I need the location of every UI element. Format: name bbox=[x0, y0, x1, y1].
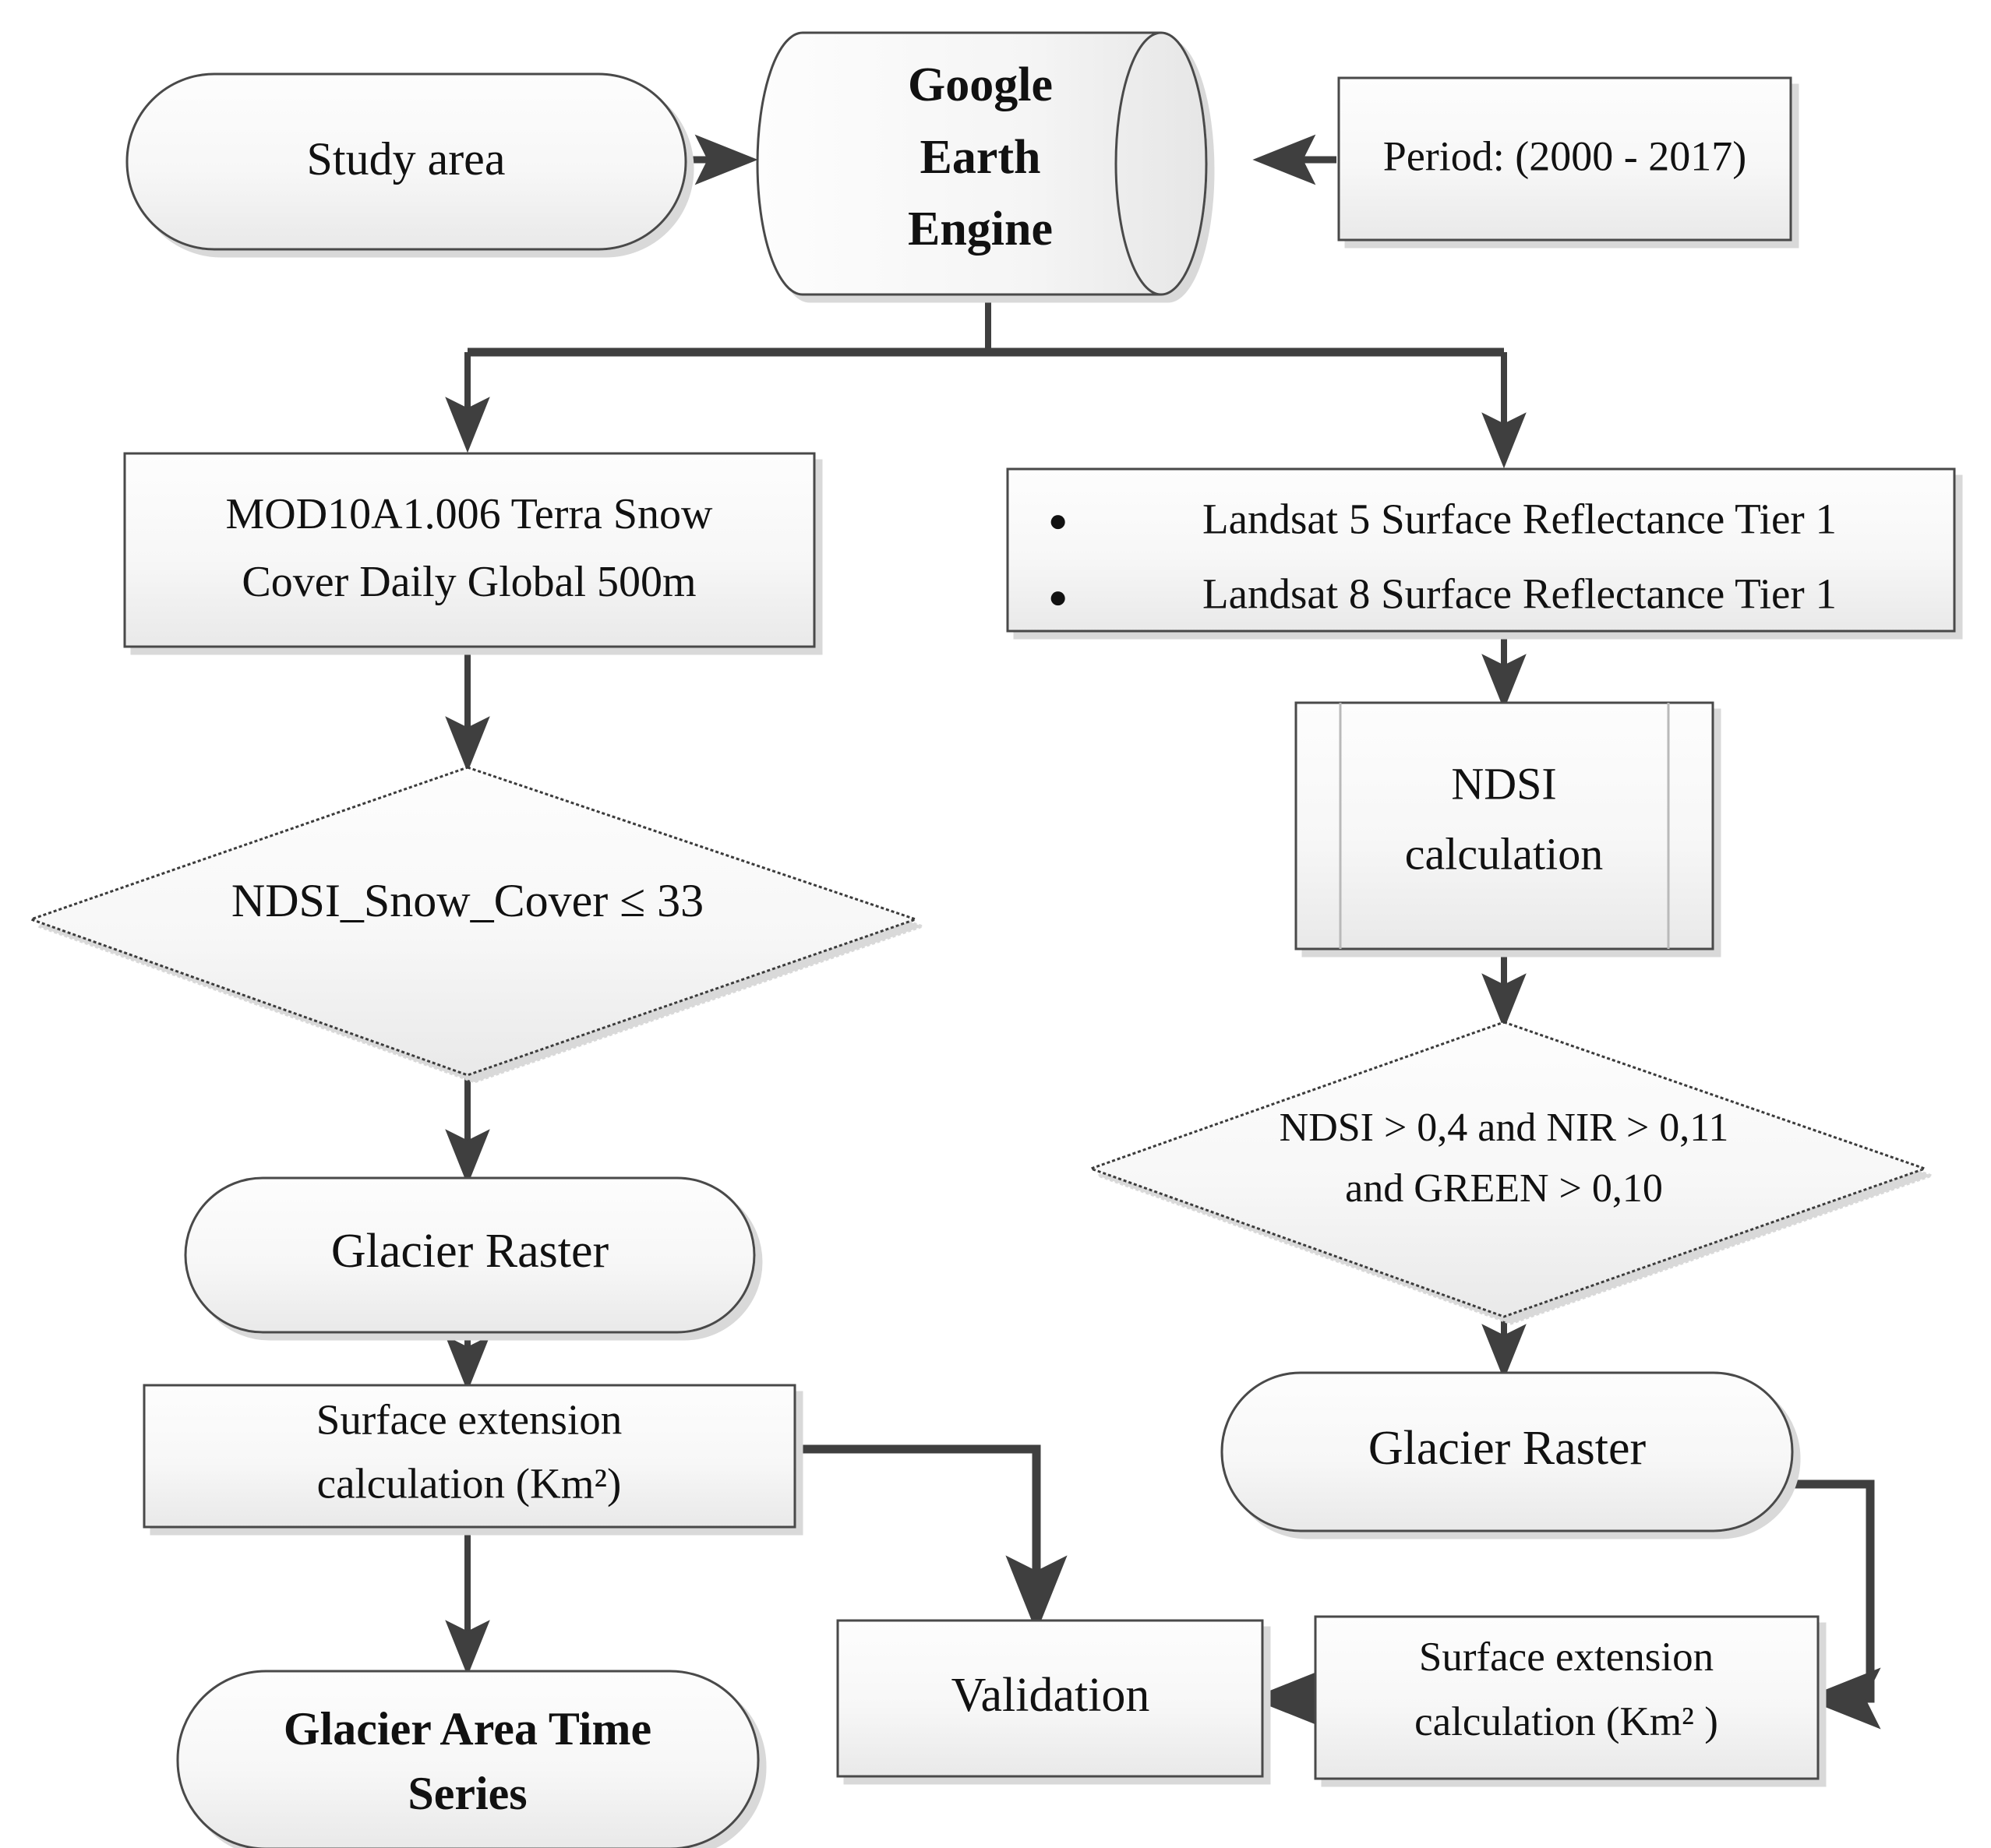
node-landsat-list[interactable]: ● ● Landsat 5 Surface Reflectance Tier 1… bbox=[1006, 467, 1956, 633]
study-area-label: Study area bbox=[307, 133, 506, 185]
edge-layer bbox=[445, 134, 1881, 1730]
surface-extension-right-shape bbox=[1314, 1615, 1820, 1780]
validation-shape bbox=[836, 1619, 1264, 1778]
node-decision-ndsi-thresholds[interactable]: NDSI > 0,4 and NIR > 0,11 and GREEN > 0,… bbox=[1087, 1021, 1929, 1318]
surface-extension-right-line2: calculation (Km² ) bbox=[1414, 1699, 1718, 1744]
validation-label: Validation bbox=[951, 1669, 1150, 1722]
glacier-raster-left-shape bbox=[184, 1176, 756, 1334]
decision-left-shape bbox=[27, 766, 920, 1077]
glacier-raster-right-label: Glacier Raster bbox=[1368, 1422, 1647, 1475]
surface-extension-right-line1: Surface extension bbox=[1419, 1635, 1714, 1680]
landsat-item-1: Landsat 8 Surface Reflectance Tier 1 bbox=[1202, 570, 1837, 618]
landsat-bullet-1-icon: ● bbox=[1048, 580, 1068, 615]
gee-label-line3: Engine bbox=[908, 203, 1053, 256]
edge-raster-right-to-surface-right bbox=[1792, 1479, 1881, 1730]
node-glacier-area-time-series[interactable]: Glacier Area Time Series bbox=[176, 1670, 760, 1848]
period-shape bbox=[1337, 76, 1792, 242]
surface-extension-left-line1: Surface extension bbox=[316, 1396, 623, 1444]
landsat-item-0: Landsat 5 Surface Reflectance Tier 1 bbox=[1202, 496, 1837, 543]
ndsi-calc-label-line2: calculation bbox=[1405, 828, 1603, 879]
mod10a1-shape bbox=[123, 452, 816, 648]
node-surface-extension-left[interactable]: Surface extension calculation (Km²) bbox=[143, 1384, 796, 1529]
gee-label-line1: Google bbox=[908, 58, 1053, 111]
node-decision-snow-cover[interactable]: NDSI_Snow_Cover ≤ 33 bbox=[27, 766, 920, 1077]
node-mod10a1[interactable]: MOD10A1.006 Terra Snow Cover Daily Globa… bbox=[123, 452, 816, 648]
glacier-raster-right-shape bbox=[1220, 1371, 1794, 1532]
landsat-shape bbox=[1006, 467, 1956, 633]
study-area-shape bbox=[125, 72, 687, 251]
decision-right-label-line1: NDSI > 0,4 and NIR > 0,11 bbox=[1280, 1106, 1729, 1150]
node-period[interactable]: Period: (2000 - 2017) bbox=[1337, 76, 1792, 242]
decision-right-shape bbox=[1087, 1021, 1929, 1318]
node-validation[interactable]: Validation bbox=[836, 1619, 1264, 1778]
surface-extension-left-shape bbox=[143, 1384, 796, 1529]
glacier-area-ts-shape bbox=[176, 1670, 760, 1848]
period-label: Period: (2000 - 2017) bbox=[1383, 132, 1746, 179]
node-google-earth-engine[interactable]: Google Earth Engine bbox=[756, 31, 1208, 296]
mod10a1-label-line1: MOD10A1.006 Terra Snow bbox=[226, 490, 714, 538]
node-surface-extension-right[interactable]: Surface extension calculation (Km² ) bbox=[1314, 1615, 1820, 1780]
ndsi-calc-label-line1: NDSI bbox=[1451, 758, 1556, 809]
gee-cylinder-cap bbox=[1114, 31, 1162, 296]
node-study-area[interactable]: Study area bbox=[125, 72, 687, 251]
glacier-raster-left-label: Glacier Raster bbox=[331, 1225, 609, 1278]
glacier-area-ts-line2: Series bbox=[408, 1768, 527, 1819]
ndsi-calc-shape bbox=[1294, 701, 1714, 950]
mod10a1-label-line2: Cover Daily Global 500m bbox=[242, 558, 696, 606]
glacier-area-ts-line1: Glacier Area Time bbox=[284, 1703, 651, 1755]
gee-label-line2: Earth bbox=[920, 131, 1041, 184]
decision-right-label-line2: and GREEN > 0,10 bbox=[1345, 1166, 1663, 1211]
node-glacier-raster-right[interactable]: Glacier Raster bbox=[1220, 1371, 1794, 1532]
surface-extension-left-line2: calculation (Km²) bbox=[317, 1460, 622, 1508]
edge-surface-to-validation bbox=[795, 1444, 1068, 1633]
decision-left-label: NDSI_Snow_Cover ≤ 33 bbox=[231, 875, 704, 926]
node-glacier-raster-left[interactable]: Glacier Raster bbox=[184, 1176, 756, 1334]
landsat-bullet-0-icon: ● bbox=[1048, 503, 1068, 539]
node-ndsi-calculation[interactable]: NDSI calculation bbox=[1294, 701, 1714, 950]
